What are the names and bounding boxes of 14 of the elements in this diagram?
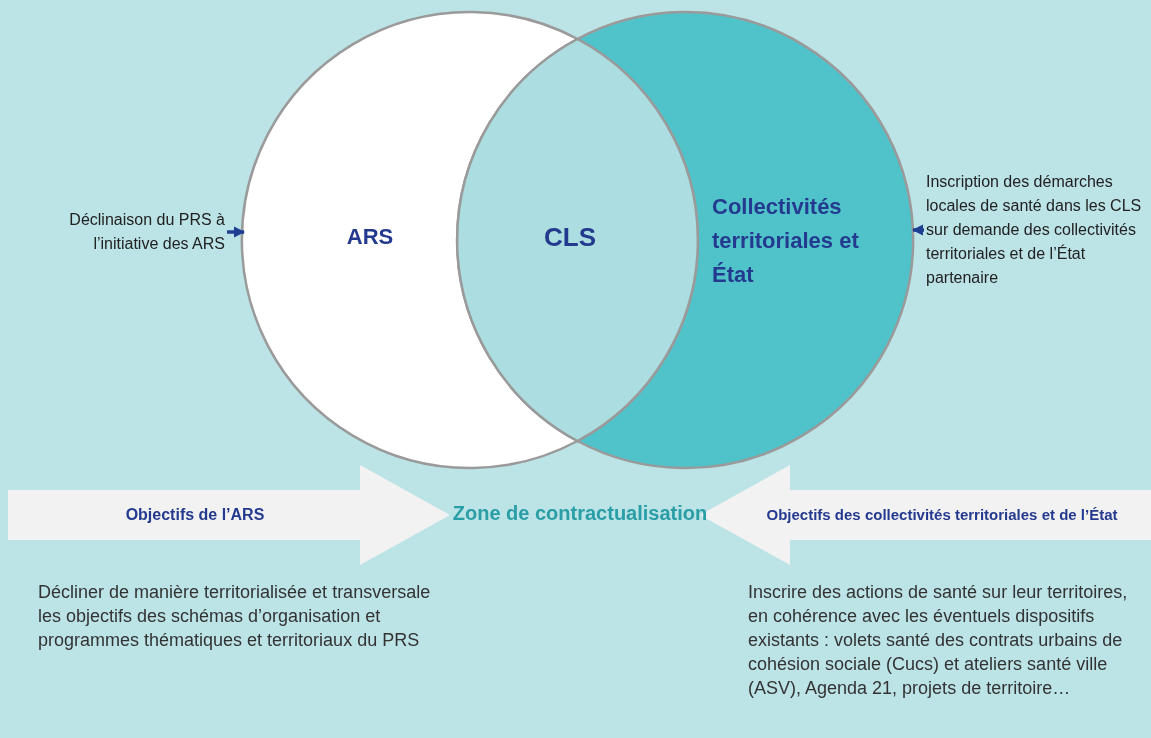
overlap-area bbox=[455, 37, 700, 443]
arrow bbox=[227, 226, 246, 238]
annotation-text: Déclinaison du PRS à l’initiative des ARS bbox=[20, 208, 225, 256]
arrow-label: Objectifs des collectivités territoriales et de l’État bbox=[765, 505, 1119, 525]
zone-label: Zone de contractualisation bbox=[451, 502, 709, 525]
circle-label: Collectivités territoriales et État bbox=[712, 193, 860, 289]
annotation-text: Inscription des démarches locales de santé dans les CLS sur demande des collectivités territoriales et de l’État partenaire bbox=[926, 170, 1148, 290]
circle-label: ARS bbox=[345, 223, 395, 251]
description-text: Décliner de manière territorialisée et transversale les objectifs des schémas d’organisation et programmes thématiques et territoriaux du PRS bbox=[38, 581, 432, 652]
arrow-label: Objectifs de l’ARS bbox=[124, 505, 266, 525]
description-text: Inscrire des actions de santé sur leur territoires, en cohérence avec les éventuels dispositifs existants : volets santé des contrats urbains de cohésion sociale (Cucs) et ateliers santé ville (ASV), Agenda 21, projets de territoire… bbox=[748, 581, 1129, 700]
block-arrow bbox=[8, 465, 450, 565]
overlap-label: CLS bbox=[543, 222, 597, 252]
arrow bbox=[911, 224, 924, 236]
